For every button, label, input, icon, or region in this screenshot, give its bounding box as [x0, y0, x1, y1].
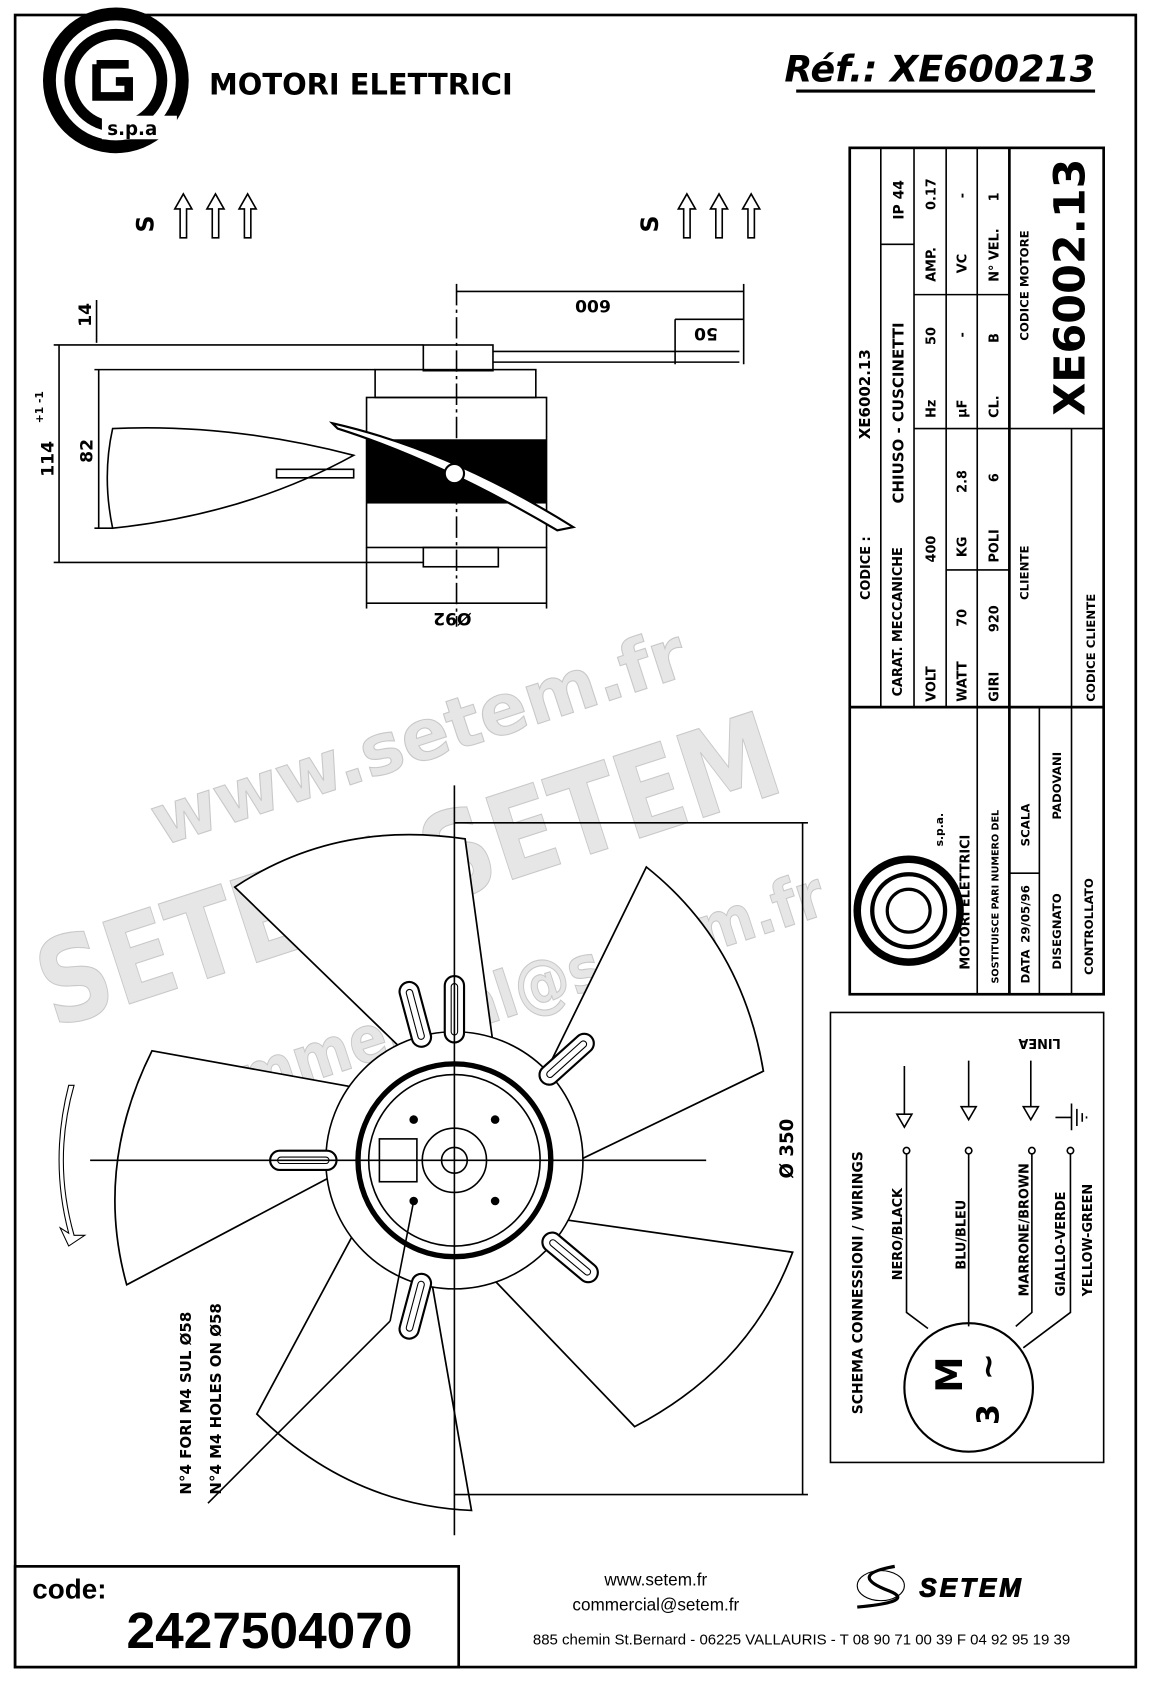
holes-note-it: N°4 FORI M4 SUL Ø58 — [177, 1312, 195, 1495]
spec-key: POLI — [988, 529, 1003, 562]
footer-email[interactable]: commercial@setem.fr — [572, 1594, 739, 1614]
brand-suffix: s.p.a — [107, 119, 157, 140]
gr-logo: s.p.a — [42, 7, 189, 154]
arrow-up-icon — [676, 192, 762, 239]
sostituisce-label: SOSTITUISCE PARI NUMERO DEL — [991, 810, 1002, 984]
setem-logo: SETEM — [856, 1564, 1024, 1609]
holes-note-en: N°4 M4 HOLES ON Ø58 — [207, 1303, 225, 1494]
ground-icon — [1055, 1103, 1088, 1131]
dim-600: 600 — [575, 295, 611, 315]
airflow-label: S — [636, 216, 664, 233]
brand-name: MOTORI ELETTRICI — [209, 67, 513, 101]
carat-value: CHIUSO - CUSCINETTI — [889, 322, 907, 503]
wiring-diagram: LINEA SCHEMA CONNESSIONI / WIRINGS NERO/… — [829, 1011, 1105, 1464]
spec-key: N° VEL. — [988, 228, 1003, 281]
spec-key: AMP. — [924, 247, 939, 282]
carat-label: CARAT. MECCANICHE — [891, 547, 906, 696]
dim-92: Ø92 — [433, 608, 471, 628]
spec-key: VC — [956, 254, 971, 273]
spec-value: 50 — [924, 327, 939, 345]
linea-label: LINEA — [1018, 1035, 1060, 1050]
footer-address: 885 chemin St.Bernard - 06225 VALLAURIS … — [533, 1632, 1070, 1649]
spec-value: 0.17 — [924, 178, 939, 210]
spec-value: 400 — [924, 536, 939, 563]
spec-value: - — [956, 332, 971, 337]
spec-key: GIRI — [988, 672, 1003, 702]
spec-value: 2.8 — [956, 470, 971, 493]
wire-label: YELLOW-GREEN — [1081, 1184, 1096, 1298]
wire-label: MARRONE/BROWN — [1018, 1163, 1033, 1296]
wire-label: NERO/BLACK — [891, 1187, 906, 1280]
arrow-up-icon — [173, 192, 258, 239]
code-value: 2427504070 — [127, 1601, 413, 1659]
disegnato-value: PADOVANI — [1050, 752, 1064, 820]
spec-key: Hz — [924, 400, 939, 418]
table-logo-suffix: s.p.a. — [933, 813, 946, 846]
spec-key: µF — [956, 400, 971, 418]
spec-value: 6 — [988, 473, 1003, 482]
reference-title: Réf.: XE600213 — [784, 47, 1095, 90]
fan-diameter-label: Ø 350 — [777, 1119, 798, 1179]
dim-50: 50 — [694, 323, 718, 343]
airflow-arrows-right: S — [636, 192, 762, 239]
sheet-frame — [13, 13, 1138, 1669]
table-gr-logo — [853, 855, 964, 966]
data-value: 29/05/96 — [1019, 885, 1033, 943]
footer-website[interactable]: www.setem.fr — [603, 1570, 707, 1590]
airflow-arrows-left: S — [131, 192, 258, 239]
dim-114: 114 — [39, 441, 59, 477]
codice-cliente-label: CODICE CLIENTE — [1084, 594, 1098, 702]
motor-3: 3 — [972, 1404, 1007, 1425]
codice-value: XE6002.13 — [856, 349, 874, 439]
codice-label: CODICE : — [859, 536, 874, 600]
spec-value: - — [956, 193, 971, 198]
spec-table: CODICE : XE6002.13 CARAT. MECCANICHE CHI… — [848, 146, 1105, 996]
scala-label: SCALA — [1019, 803, 1033, 847]
ip-rating: IP 44 — [891, 180, 907, 220]
controllato-label: CONTROLLATO — [1082, 878, 1096, 975]
spec-value: 70 — [956, 609, 971, 627]
dim-82: 82 — [77, 439, 97, 463]
code-label: code: — [32, 1574, 106, 1605]
setem-logo-text: SETEM — [919, 1574, 1024, 1602]
motor-tilde: ~ — [969, 1353, 1007, 1380]
disegnato-label: DISEGNATO — [1050, 893, 1064, 969]
spec-value: 920 — [988, 605, 1003, 632]
wiring-title: SCHEMA CONNESSIONI / WIRINGS — [851, 1151, 867, 1414]
spec-key: VOLT — [924, 666, 939, 702]
fan-front-view — [58, 785, 825, 1554]
footer: code: 2427504070 www.setem.fr commercial… — [13, 1564, 1070, 1669]
spec-key: CL. — [988, 395, 1003, 418]
codice-motore-value: XE6002.13 — [1045, 159, 1095, 416]
codice-motore-label: CODICE MOTORE — [1018, 230, 1032, 340]
motor-m: M — [928, 1357, 971, 1393]
spec-value: 1 — [988, 192, 1003, 201]
rotation-arrow-icon — [58, 1084, 87, 1247]
wire-label: GIALLO-VERDE — [1054, 1192, 1069, 1297]
table-logo-brand: MOTORI ELETTRICI — [959, 835, 974, 970]
spec-key: KG — [956, 537, 971, 558]
wire-label: BLU/BLEU — [954, 1200, 969, 1270]
dim-14: 14 — [76, 303, 96, 327]
airflow-label: S — [131, 216, 159, 233]
cliente-label: CLIENTE — [1018, 546, 1032, 600]
spec-key: WATT — [956, 661, 971, 702]
spec-value: B — [988, 333, 1003, 343]
dim-114-tolerance: +1 -1 — [33, 391, 46, 423]
side-view-drawing: 600 50 14 82 114 +1 -1 Ø92 — [33, 283, 745, 628]
data-label: DATA — [1019, 948, 1033, 983]
